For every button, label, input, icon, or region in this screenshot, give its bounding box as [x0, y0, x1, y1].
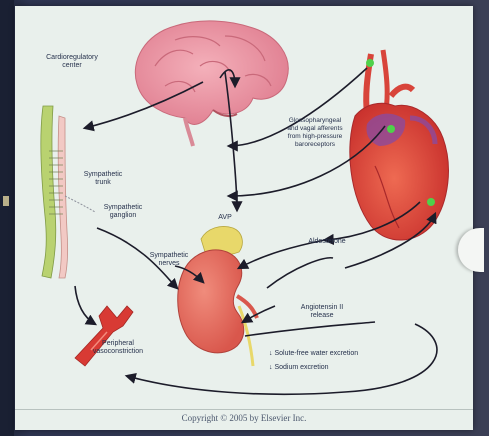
vessel-illustration	[75, 306, 133, 366]
label-sympathetic-trunk: Sympathetictrunk	[75, 171, 131, 187]
heart-illustration	[350, 50, 449, 240]
label-peripheral-vasoconstriction: Peripheralvasoconstriction	[87, 340, 149, 356]
label-aldosterone: Aldosterone	[297, 238, 357, 246]
copyright-notice: Copyright © 2005 by Elsevier Inc.	[15, 413, 473, 423]
label-baroreceptor-afferents: Glossopharyngealand vagal afferents from…	[273, 117, 357, 149]
label-solute-free-water: ↓ Solute-free water excretion	[269, 350, 389, 358]
label-angiotensin-release: Angiotensin IIrelease	[290, 304, 354, 320]
label-sympathetic-ganglion: Sympatheticganglion	[93, 204, 153, 220]
label-sodium-excretion: ↓ Sodium excretion	[269, 364, 379, 372]
book-spine-strip	[0, 0, 14, 436]
down-arrow-icon: ↓	[269, 350, 273, 357]
label-cardioregulatory-center: Cardioregulatorycenter	[37, 54, 107, 70]
kidney-illustration	[178, 226, 257, 366]
brain-illustration	[135, 21, 288, 146]
label-avp: AVP	[205, 214, 245, 222]
spine-mark	[3, 196, 9, 206]
spinal-column-illustration	[41, 106, 95, 278]
label-sympathetic-nerves: Sympatheticnerves	[143, 252, 195, 268]
footer-divider	[15, 409, 473, 410]
down-arrow-icon: ↓	[269, 364, 273, 371]
textbook-page: Cardioregulatorycenter Glossopharyngeala…	[15, 6, 473, 430]
